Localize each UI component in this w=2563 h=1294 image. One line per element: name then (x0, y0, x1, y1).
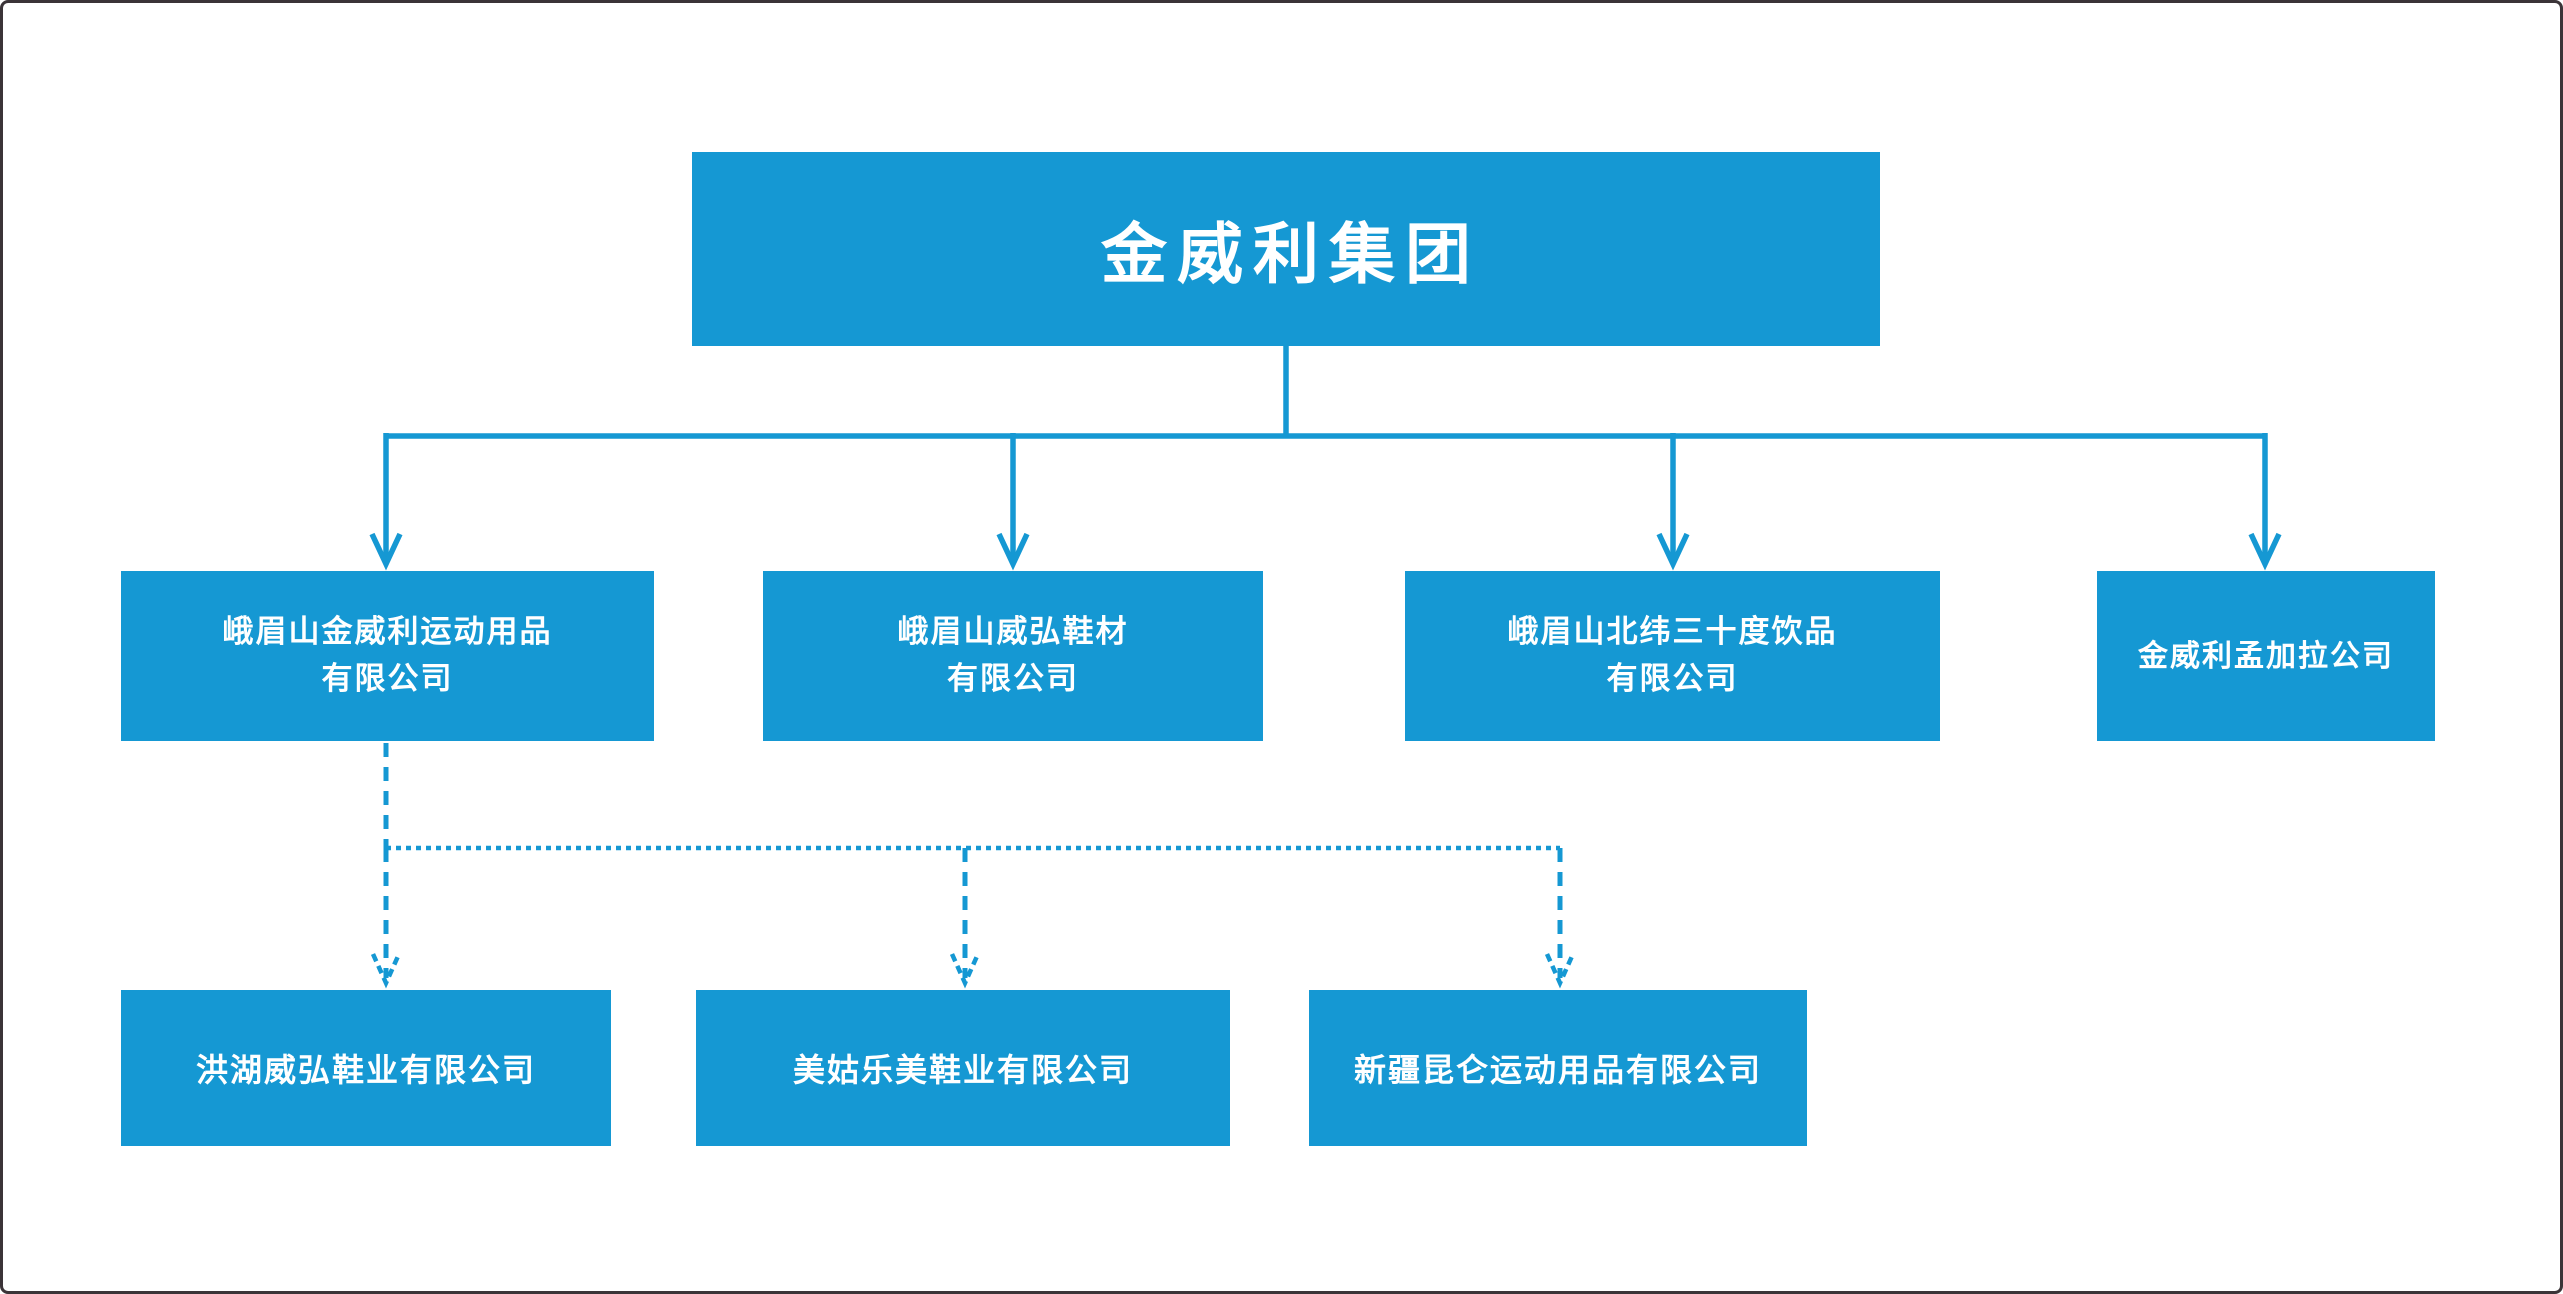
node-label-line: 新疆昆仑运动用品有限公司 (1353, 1051, 1762, 1089)
org-node-group-root: 金威利集团 (692, 152, 1880, 346)
node-label-line: 金威利孟加拉公司 (2138, 638, 2394, 674)
org-node-honghu-shoes: 洪湖威弘鞋业有限公司 (121, 990, 611, 1146)
arrowhead-icon (369, 532, 403, 571)
org-node-sports-goods: 峨眉山金威利运动用品 有限公司 (121, 571, 654, 741)
org-node-xinjiang-sports: 新疆昆仑运动用品有限公司 (1309, 990, 1807, 1146)
node-label-line: 峨眉山威弘鞋材 (897, 614, 1129, 650)
org-node-bangladesh: 金威利孟加拉公司 (2097, 571, 2435, 741)
dotted-arrowhead-icon (1544, 953, 1576, 989)
org-node-meigu-shoes: 美姑乐美鞋业有限公司 (696, 990, 1230, 1146)
arrowhead-icon (1656, 532, 1690, 571)
dotted-arrowhead-icon (370, 953, 402, 989)
node-label-line: 洪湖威弘鞋业有限公司 (195, 1051, 536, 1089)
node-label-line: 美姑乐美鞋业有限公司 (792, 1051, 1133, 1089)
node-label-line: 峨眉山金威利运动用品 (222, 614, 553, 650)
dotted-connectors (370, 743, 1576, 989)
node-label: 金威利集团 (1101, 216, 1481, 293)
node-label-line: 有限公司 (321, 661, 454, 697)
node-label-line: 有限公司 (947, 661, 1079, 697)
node-label-line: 有限公司 (1606, 661, 1739, 697)
connector-layer (369, 346, 2282, 989)
dotted-arrowhead-icon (949, 953, 981, 989)
arrowhead-icon (2248, 532, 2282, 571)
org-node-shoe-material: 峨眉山威弘鞋材 有限公司 (763, 571, 1263, 741)
node-label-line: 峨眉山北纬三十度饮品 (1507, 614, 1838, 650)
solid-connectors (369, 346, 2282, 571)
arrowhead-icon (996, 532, 1030, 571)
org-node-beverage: 峨眉山北纬三十度饮品 有限公司 (1405, 571, 1940, 741)
